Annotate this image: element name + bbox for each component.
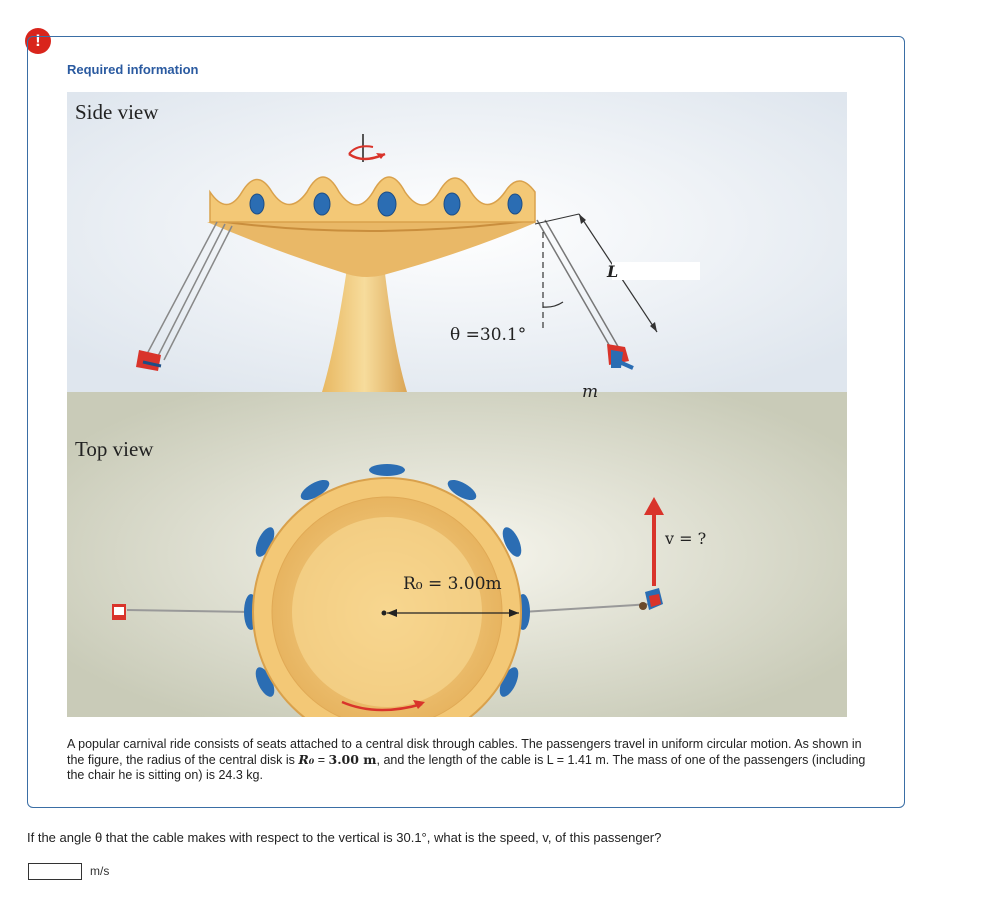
required-information-panel: Required information <box>27 36 905 808</box>
r0-symbol: R₀ <box>298 752 315 767</box>
radius-label: R₀ = 3.00m <box>403 574 502 594</box>
r0-value: 3.00 m <box>328 752 377 767</box>
speed-answer-input[interactable] <box>28 863 82 880</box>
side-view-label: Side view <box>75 100 159 124</box>
figure-illustration <box>67 92 847 717</box>
velocity-arrow <box>644 497 664 586</box>
panel-title: Required information <box>67 62 199 77</box>
radius-arrow <box>381 609 519 617</box>
theta-label: θ =30.1° <box>450 325 527 345</box>
top-left-cable <box>126 609 253 613</box>
length-label: L <box>607 262 619 281</box>
canopy-underside <box>207 222 537 277</box>
answer-unit: m/s <box>90 864 110 878</box>
angle-arc <box>542 301 564 308</box>
disk-rotation-arrow-icon <box>341 700 425 712</box>
top-right-cable <box>521 603 653 613</box>
top-view-label: Top view <box>75 437 154 461</box>
right-chair <box>536 219 634 370</box>
mass-label: m <box>582 382 599 402</box>
problem-description: A popular carnival ride consists of seat… <box>67 737 866 782</box>
rotation-arrow-icon <box>348 134 386 162</box>
top-left-chair <box>112 604 126 620</box>
question-text: If the angle θ that the cable makes with… <box>27 830 662 845</box>
velocity-label: v = ? <box>665 529 707 548</box>
top-right-chair <box>639 588 663 610</box>
length-arrow <box>534 213 700 333</box>
left-chair <box>136 221 233 371</box>
canopy-lights <box>249 191 523 217</box>
carnival-ride-figure: Side view Top view θ =30.1° L m R₀ = 3.0… <box>67 92 847 717</box>
central-pole <box>322 247 407 392</box>
